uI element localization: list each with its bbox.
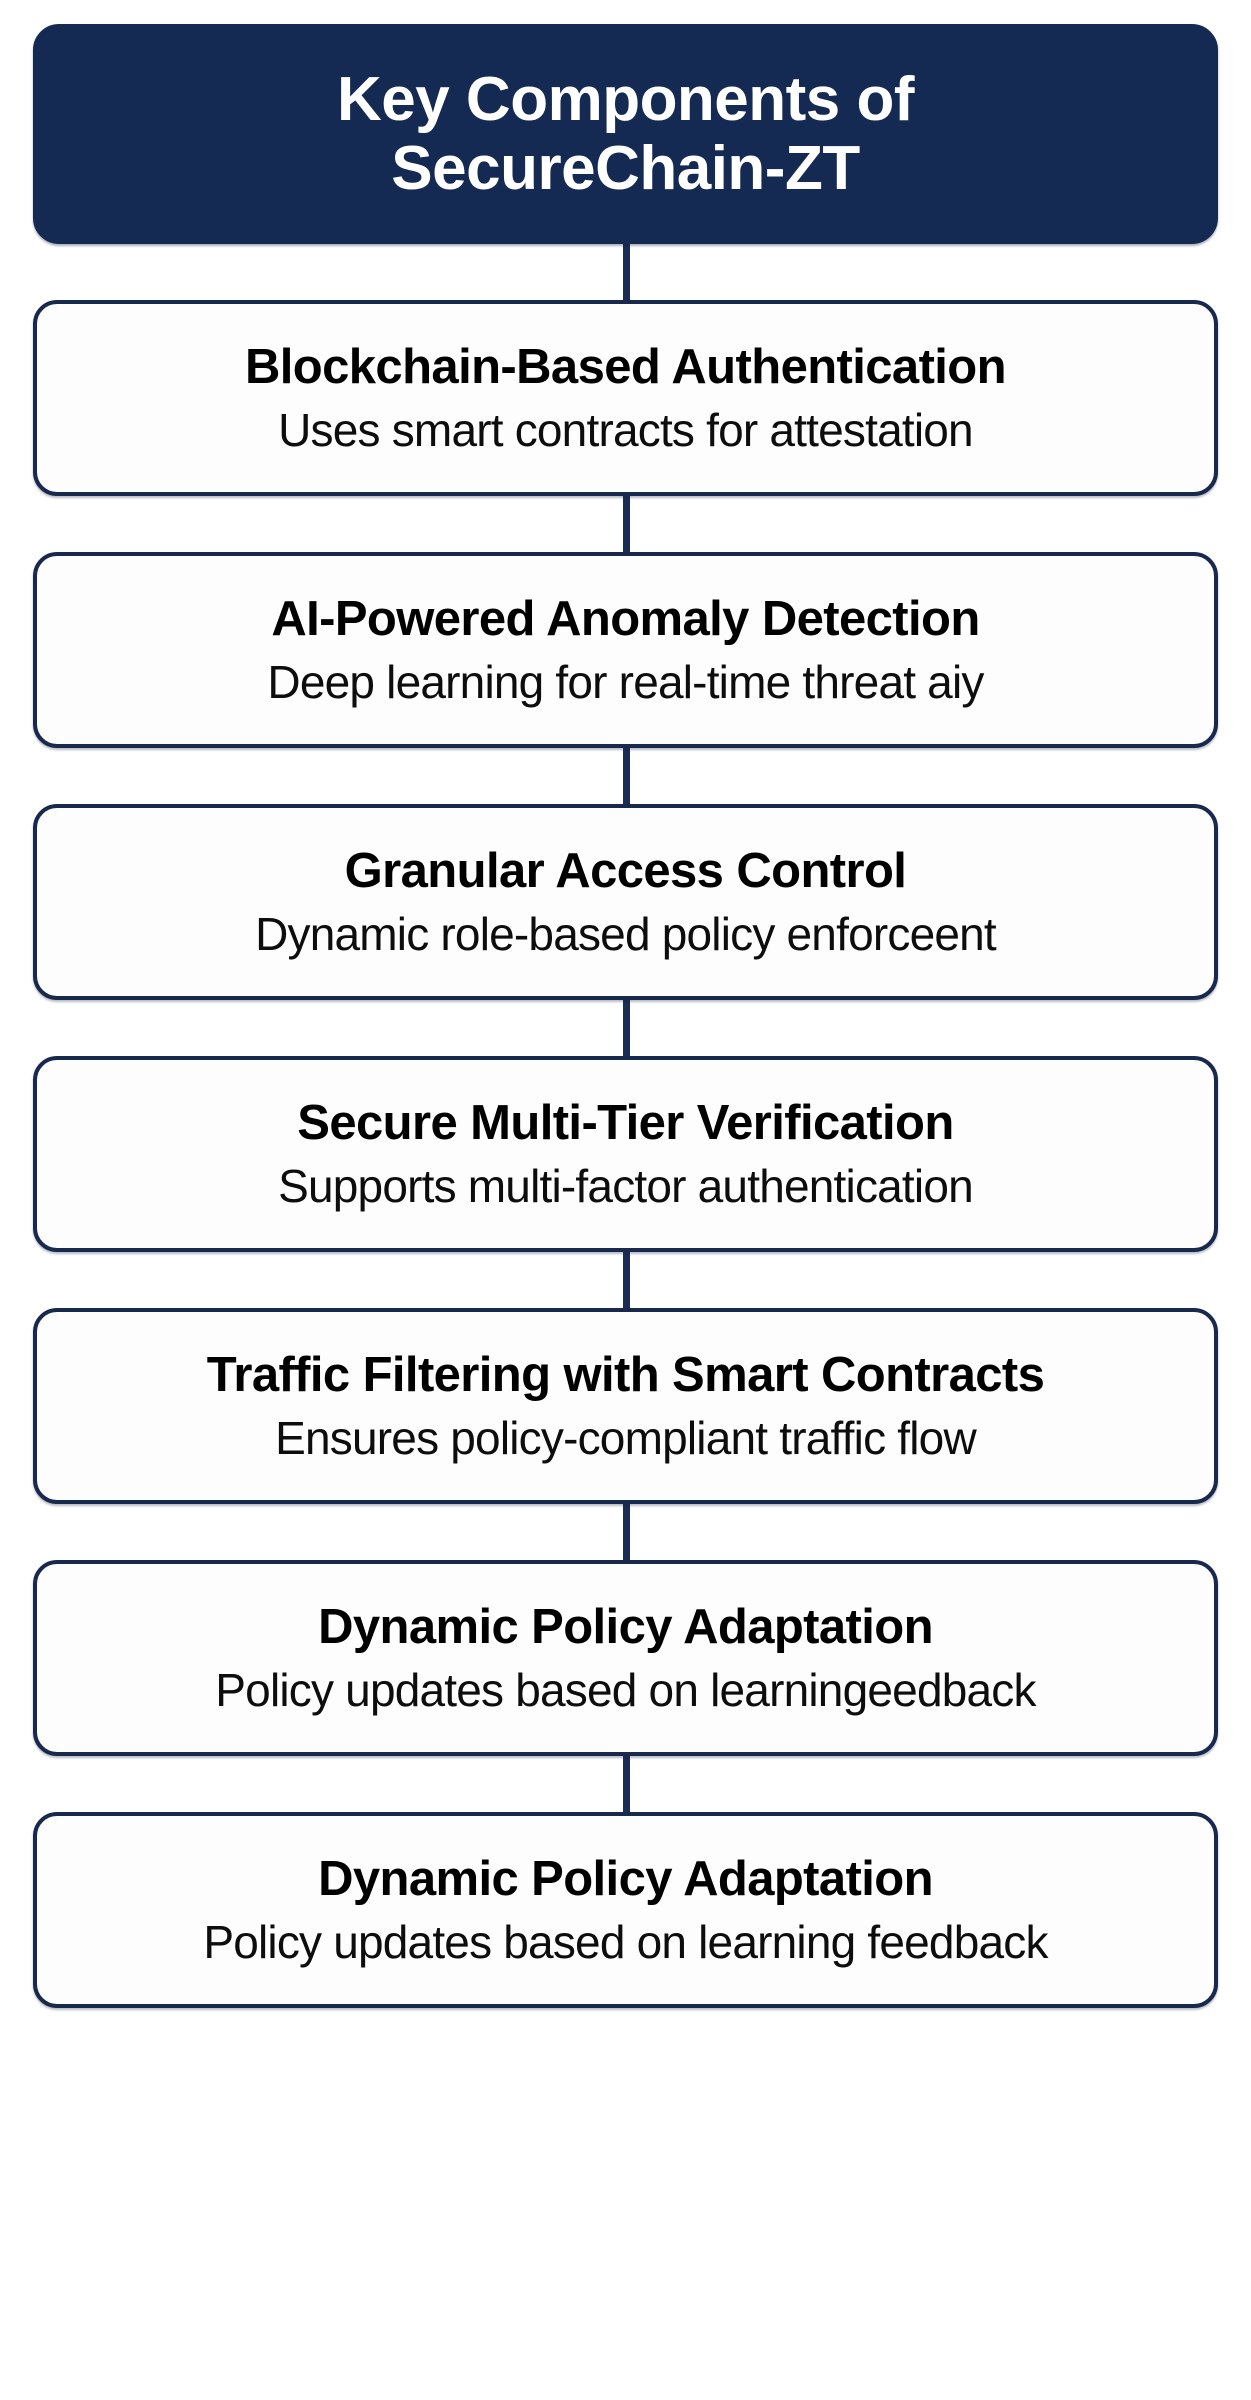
node-title: AI-Powered Anomaly Detection — [271, 591, 980, 646]
node-title: Dynamic Policy Adaptation — [318, 1851, 933, 1906]
node-subtitle: Deep learning for real-time threat aiy — [267, 655, 984, 708]
node-title: Secure Multi-Tier Verification — [297, 1095, 954, 1150]
component-node-blockchain-based-authentication: Blockchain-Based Authentication Uses sma… — [33, 300, 1218, 496]
component-node-traffic-filtering-with-smart-contracts: Traffic Filtering with Smart Contracts E… — [33, 1308, 1218, 1504]
node-subtitle: Uses smart contracts for attestation — [278, 403, 974, 456]
node-title: Blockchain-Based Authentication — [245, 339, 1007, 394]
node-title: Granular Access Control — [344, 843, 907, 898]
connector-node-3-to-node-4 — [33, 996, 1218, 1060]
node-title: Dynamic Policy Adaptation — [318, 1599, 933, 1654]
node-subtitle: Dynamic role-based policy enforceent — [255, 907, 997, 960]
connector-node-4-to-node-5 — [33, 1248, 1218, 1312]
component-node-ai-powered-anomaly-detection: AI-Powered Anomaly Detection Deep learni… — [33, 552, 1218, 748]
node-title: Traffic Filtering with Smart Contracts — [206, 1347, 1045, 1402]
connector-node-6-to-node-7 — [33, 1752, 1218, 1816]
header-title-line-1: Key Components of — [336, 64, 915, 134]
node-subtitle: Policy updates based on learning feedbac… — [203, 1915, 1048, 1968]
header-title-line-2: SecureChain-ZT — [391, 134, 860, 203]
connector-node-1-to-node-2 — [33, 492, 1218, 556]
component-node-granular-access-control: Granular Access Control Dynamic role-bas… — [33, 804, 1218, 1000]
node-subtitle: Policy updates based on learningeedback — [215, 1663, 1036, 1716]
component-node-dynamic-policy-adaptation-2: Dynamic Policy Adaptation Policy updates… — [33, 1812, 1218, 2008]
connector-header-to-node-1 — [33, 240, 1218, 304]
connector-node-5-to-node-6 — [33, 1500, 1218, 1564]
component-node-secure-multi-tier-verification: Secure Multi-Tier Verification Supports … — [33, 1056, 1218, 1252]
node-subtitle: Supports multi-factor authentication — [278, 1159, 974, 1212]
diagram-header-node: Key Components of SecureChain-ZT — [33, 24, 1218, 244]
node-subtitle: Ensures policy-compliant traffic flow — [275, 1411, 977, 1464]
component-node-dynamic-policy-adaptation-1: Dynamic Policy Adaptation Policy updates… — [33, 1560, 1218, 1756]
connector-node-2-to-node-3 — [33, 744, 1218, 808]
